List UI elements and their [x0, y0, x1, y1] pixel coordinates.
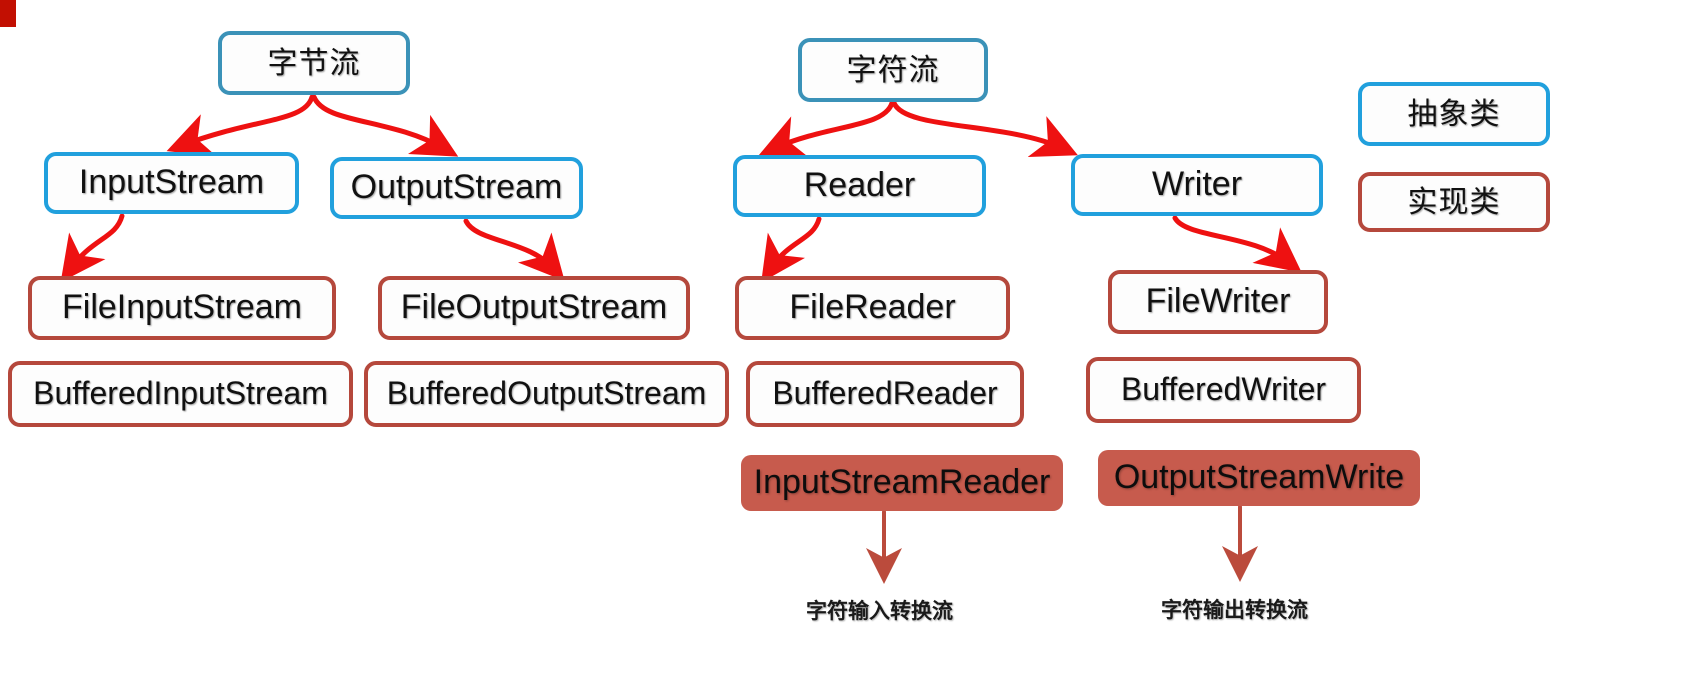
node-outputstreamwrite[interactable]: OutputStreamWrite [1098, 450, 1420, 506]
node-bufferedoutputstream[interactable]: BufferedOutputStream [364, 361, 729, 427]
node-label: FileReader [789, 288, 956, 327]
arrow-charstream-to-reader [758, 100, 895, 158]
node-label: FileWriter [1145, 282, 1291, 321]
node-label: FileOutputStream [400, 288, 668, 327]
node-bufferedreader[interactable]: BufferedReader [746, 361, 1024, 427]
node-filereader[interactable]: FileReader [735, 276, 1010, 340]
arrow-bytestream-to-inputstream [166, 94, 315, 157]
caption-output-converter: 字符输出转换流 [1161, 594, 1308, 624]
legend-abstract-class: 抽象类 [1358, 82, 1550, 146]
node-label: 字符流 [846, 53, 940, 87]
node-filewriter[interactable]: FileWriter [1108, 270, 1328, 334]
node-label: BufferedReader [772, 375, 998, 412]
node-label: BufferedOutputStream [386, 375, 707, 412]
caption-text: 字符输入转换流 [806, 600, 953, 623]
node-label: BufferedInputStream [33, 375, 328, 412]
node-label: 字节流 [267, 46, 361, 80]
node-writer[interactable]: Writer [1071, 154, 1323, 216]
legend-implementation-class: 实现类 [1358, 172, 1550, 232]
node-label: OutputStream [350, 168, 563, 207]
node-label: Reader [803, 166, 916, 205]
node-bufferedinputstream[interactable]: BufferedInputStream [8, 361, 353, 427]
arrow-inputstream-to-fileinputstream [60, 213, 125, 283]
legend-label: 实现类 [1407, 185, 1501, 219]
node-reader[interactable]: Reader [733, 155, 986, 217]
caption-input-converter: 字符输入转换流 [806, 595, 953, 625]
legend-label: 抽象类 [1407, 97, 1501, 131]
arrow-reader-to-filereader [761, 216, 822, 283]
node-label: Writer [1151, 165, 1243, 204]
node-inputstream[interactable]: InputStream [44, 152, 299, 214]
node-inputstreamreader[interactable]: InputStreamReader [741, 455, 1063, 511]
arrow-charstream-to-writer [891, 100, 1078, 158]
caption-text: 字符输出转换流 [1161, 599, 1308, 622]
node-label: BufferedWriter [1120, 371, 1327, 408]
node-bytestream-root[interactable]: 字节流 [218, 31, 410, 95]
node-bufferedwriter[interactable]: BufferedWriter [1086, 357, 1361, 423]
arrow-outputstream-to-fileoutputstream [463, 218, 565, 282]
node-label: InputStream [78, 163, 265, 202]
arrow-writer-to-filewriter [1172, 215, 1302, 273]
node-label: InputStreamReader [753, 463, 1051, 502]
node-charstream-root[interactable]: 字符流 [798, 38, 988, 102]
node-fileinputstream[interactable]: FileInputStream [28, 276, 336, 340]
node-outputstream[interactable]: OutputStream [330, 157, 583, 219]
arrow-bytestream-to-outputstream [311, 94, 459, 157]
red-corner-marker [0, 0, 16, 27]
node-fileoutputstream[interactable]: FileOutputStream [378, 276, 690, 340]
node-label: FileInputStream [62, 288, 302, 327]
node-label: OutputStreamWrite [1113, 458, 1405, 497]
